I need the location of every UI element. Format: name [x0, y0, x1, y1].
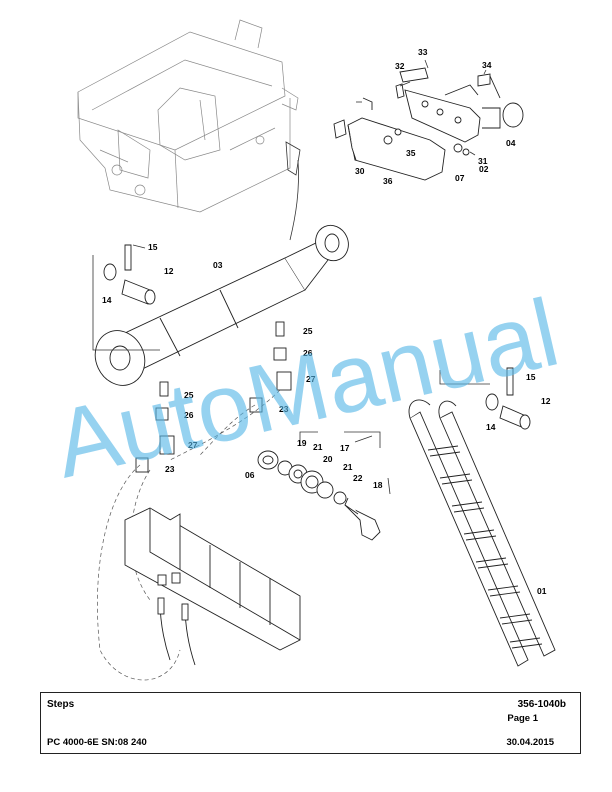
callout-34: 34: [482, 60, 492, 70]
callout-14a: 14: [102, 295, 112, 305]
callout-23a: 23: [279, 404, 289, 414]
callout-22: 22: [353, 473, 363, 483]
callout-17: 17: [340, 443, 350, 453]
callout-25b: 25: [184, 390, 194, 400]
callout-31: 31: [478, 156, 488, 166]
callout-04: 04: [506, 138, 516, 148]
exploded-parts-diagram: 01 02 03 04 06 07 12 12 14 14 15 15 17 1…: [45, 19, 568, 681]
drawing-title: Steps: [47, 699, 75, 710]
revision-date: 30.04.2015: [506, 737, 554, 748]
hydraulic-fittings: [97, 321, 292, 681]
callout-26a: 26: [303, 348, 313, 358]
callout-15b: 15: [526, 372, 536, 382]
callout-12a: 12: [164, 266, 174, 276]
document-code: 356-1040b: [517, 699, 566, 710]
callout-02: 02: [479, 164, 489, 174]
callout-18: 18: [373, 480, 383, 490]
callout-15a: 15: [148, 242, 158, 252]
callout-01: 01: [537, 586, 547, 596]
pin-set-left: [103, 244, 156, 305]
callout-35: 35: [406, 148, 416, 158]
watermark: AutoManual: [45, 279, 568, 499]
callout-27a: 27: [306, 374, 316, 384]
model-serial: PC 4000-6E SN:08 240: [47, 737, 147, 748]
callout-21b: 21: [343, 462, 353, 472]
bearing-stack: [257, 450, 381, 541]
callout-12b: 12: [541, 396, 551, 406]
callout-33: 33: [418, 47, 428, 57]
callout-21a: 21: [313, 442, 323, 452]
callout-27b: 27: [188, 440, 198, 450]
callout-03: 03: [213, 260, 223, 270]
machine-frame-ghost: [77, 19, 301, 241]
pin-set-right: [485, 367, 531, 430]
callout-26b: 26: [184, 410, 194, 420]
callout-32: 32: [395, 61, 405, 71]
callout-14b: 14: [486, 422, 496, 432]
page-number: Page 1: [507, 713, 538, 724]
callout-06: 06: [245, 470, 255, 480]
part-callouts: 01 02 03 04 06 07 12 12 14 14 15 15 17 1…: [102, 47, 551, 596]
valve-block: [124, 507, 301, 666]
callout-30: 30: [355, 166, 365, 176]
hydraulic-cylinder: [94, 224, 349, 386]
callout-36: 36: [383, 176, 393, 186]
leader-lines: [92, 59, 490, 495]
bracket-assembly: [333, 67, 524, 181]
callout-19: 19: [297, 438, 307, 448]
callout-07: 07: [455, 173, 465, 183]
callout-20: 20: [323, 454, 333, 464]
step-ladder: [408, 399, 556, 667]
title-block: Steps 356-1040b Page 1 PC 4000-6E SN:08 …: [40, 692, 581, 754]
callout-25a: 25: [303, 326, 313, 336]
ladder-rungs: [427, 445, 543, 649]
callout-23b: 23: [165, 464, 175, 474]
